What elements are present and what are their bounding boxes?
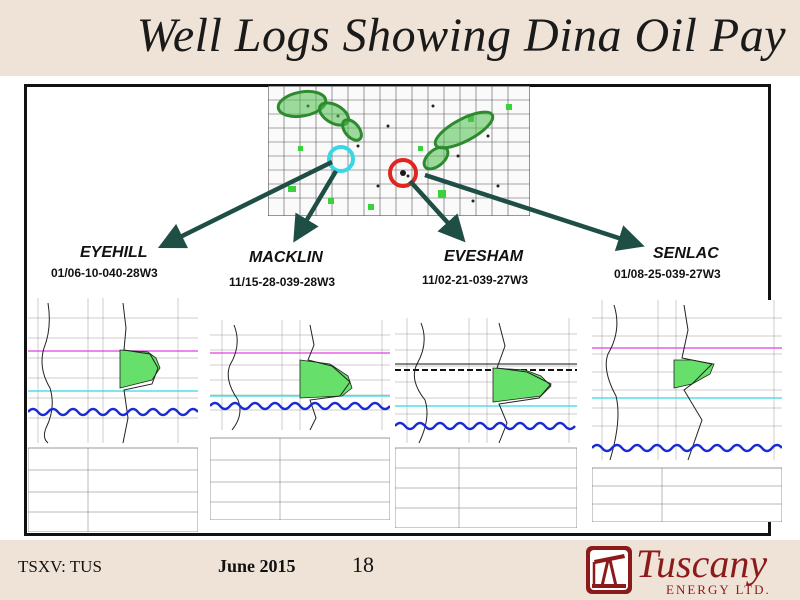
slide-header: Well Logs Showing Dina Oil Pay [0,0,800,76]
slide-title: Well Logs Showing Dina Oil Pay [136,9,786,62]
well-name-senlac: SENLAC [653,245,719,262]
logo-tagline: ENERGY LTD. [666,582,771,597]
slide-footer [0,540,800,600]
arrow-eyehill [157,159,333,249]
well-location-eyehill: 01/06-10-040-28W3 [51,266,158,280]
arrow-senlac [424,172,645,251]
exchange-ticker: TSXV: TUS [18,557,102,576]
well-name-eyehill: EYEHILL [80,244,148,261]
oil-pumpjack-icon [586,546,632,594]
well-location-evesham: 11/02-21-039-27W3 [422,273,529,287]
well-location-senlac: 01/08-25-039-27W3 [614,267,721,281]
arrow-evesham [408,179,466,243]
well-name-evesham: EVESHAM [444,248,524,265]
well-log-macklin [210,320,390,520]
presentation-date: June 2015 [218,556,296,576]
logo-wordmark: Tuscany [636,541,768,586]
page-number: 18 [352,552,374,577]
well-log-eyehill [28,298,198,532]
well-name-macklin: MACKLIN [249,249,323,266]
well-log-senlac [592,300,782,522]
arrow-macklin [293,169,338,243]
company-logo: Tuscany ENERGY LTD. [584,541,784,598]
well-log-evesham [395,318,577,528]
well-location-macklin: 11/15-28-039-28W3 [229,275,336,289]
